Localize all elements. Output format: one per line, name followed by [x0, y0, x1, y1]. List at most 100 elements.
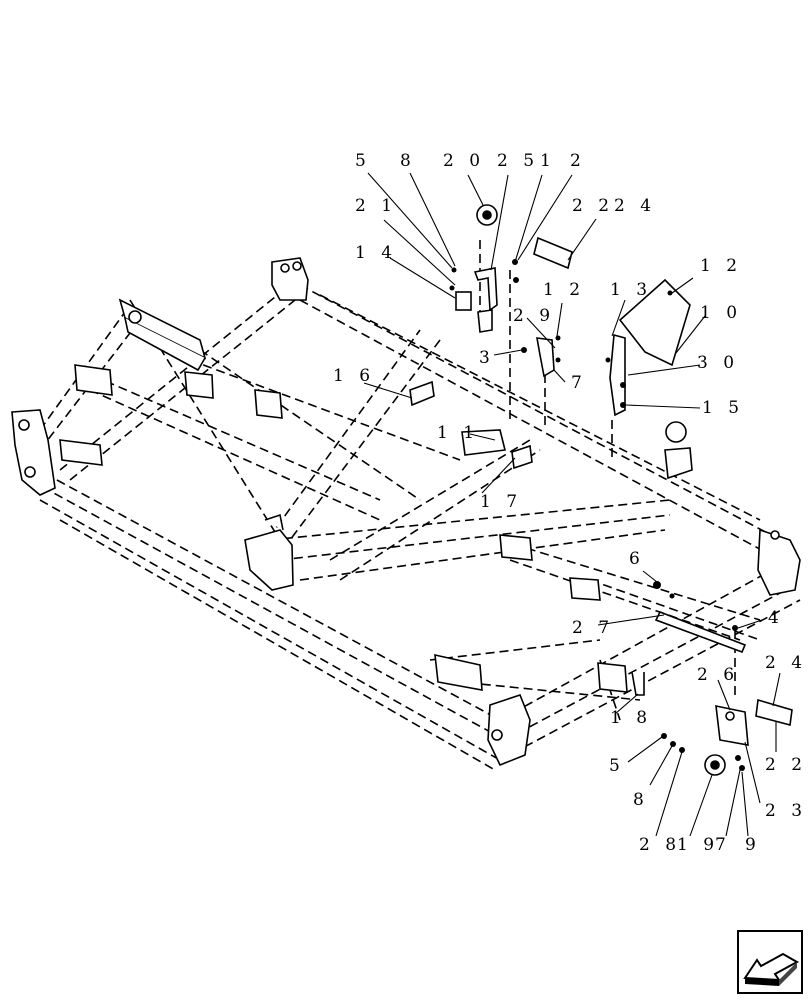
- leader-20: [467, 174, 484, 206]
- leader-5b: [627, 736, 663, 763]
- callout-21: 2 1: [355, 196, 398, 216]
- callout-20: 2 0: [443, 151, 486, 171]
- callout-5b: 5: [609, 756, 625, 776]
- callout-2a: 2: [570, 151, 586, 171]
- leader-dashes: [479, 240, 736, 700]
- leader-30: [627, 364, 701, 376]
- callout-18: 1 8: [610, 708, 653, 728]
- center-mount: [244, 529, 294, 591]
- leader-27: [597, 614, 665, 626]
- u-bolt-18: [631, 671, 645, 696]
- loop-17: [511, 444, 533, 470]
- leader-22a: [567, 218, 597, 261]
- leader-11: [469, 433, 496, 441]
- leader-21: [383, 219, 456, 286]
- leader-16: [363, 382, 413, 399]
- leader-23: [744, 741, 761, 804]
- frame-cross-2: [259, 329, 441, 561]
- leader-17: [481, 457, 516, 494]
- left-end-plate: [11, 409, 56, 496]
- leader-8b: [649, 745, 673, 786]
- nav-arrow-button[interactable]: [737, 930, 803, 994]
- leader-12b: [671, 277, 694, 294]
- plate-24-22: [755, 698, 793, 727]
- arrow-icon: [743, 952, 800, 986]
- front-end-bracket: [487, 694, 531, 767]
- callout-29: 2 9: [513, 306, 556, 326]
- callout-4: 4: [768, 608, 784, 628]
- frame-cross-4: [329, 439, 541, 581]
- leader-7b: [725, 769, 741, 837]
- leader-14: [389, 257, 456, 299]
- callout-8b: 8: [633, 790, 649, 810]
- bracket-26: [715, 704, 749, 746]
- bracket-25: [473, 267, 498, 312]
- rail-27: [654, 610, 747, 654]
- leader-10: [675, 315, 706, 354]
- callout-10: 1 0: [700, 303, 743, 323]
- leader-7a: [553, 369, 566, 383]
- callout-24b: 2 4: [765, 653, 808, 673]
- mount-11: [461, 429, 506, 456]
- leader-3: [493, 349, 523, 356]
- callout-12b: 1 2: [700, 256, 743, 276]
- leader-19: [689, 774, 713, 837]
- leader-4: [737, 619, 763, 629]
- leader-5a: [367, 172, 453, 269]
- callout-11: 1 1: [437, 423, 480, 443]
- leader-8a: [409, 172, 456, 267]
- plate-22-24: [533, 236, 573, 270]
- callout-14: 1 4: [355, 243, 398, 263]
- leader-6: [642, 570, 658, 583]
- callout-13: 1 3: [610, 280, 653, 300]
- leader-28: [655, 751, 683, 837]
- callout-6: 6: [629, 549, 645, 569]
- bracket-29: [536, 337, 555, 378]
- callout-17: 1 7: [480, 492, 523, 512]
- leader-13: [611, 299, 626, 337]
- callout-12a: 1 2: [543, 280, 586, 300]
- frame-mid-beam-2: [499, 539, 761, 641]
- frame-rail-far: [499, 559, 801, 761]
- callout-22a: 2 2: [572, 196, 615, 216]
- small-box-2: [499, 534, 533, 561]
- frame-cross-1: [269, 499, 671, 581]
- callout-28: 2 8: [639, 835, 682, 855]
- leader-2a: [517, 174, 573, 261]
- leader-15: [625, 404, 701, 409]
- right-end-plate: [757, 528, 801, 596]
- callout-9: 9: [745, 835, 761, 855]
- frame-rail-right: [299, 284, 791, 561]
- callout-7a: 7: [571, 373, 587, 393]
- leader-26: [717, 679, 731, 711]
- leader-24b: [772, 672, 781, 707]
- top-lug: [271, 257, 309, 301]
- callout-24a: 2 4: [614, 196, 657, 216]
- leader-12a: [556, 302, 563, 337]
- callout-23: 2 3: [765, 801, 808, 821]
- callout-1a: 1: [540, 151, 556, 171]
- frame-rail-front: [19, 459, 506, 771]
- small-box-1: [74, 364, 113, 396]
- small-box-6: [254, 389, 283, 419]
- callout-26: 2 6: [697, 665, 740, 685]
- leader-29: [526, 317, 556, 349]
- loop-16: [409, 380, 435, 407]
- leader-18: [614, 693, 639, 715]
- callout-30: 3 0: [697, 353, 740, 373]
- guard-10: [618, 278, 691, 367]
- callout-25: 2 5: [497, 151, 540, 171]
- callout-8a: 8: [400, 151, 416, 171]
- leader-25: [490, 174, 509, 271]
- callout-19: 1 9: [677, 835, 720, 855]
- callout-27: 2 7: [572, 618, 615, 638]
- leader-9: [741, 771, 749, 837]
- arm-13: [609, 333, 626, 417]
- small-box-4: [569, 577, 601, 601]
- small-box-5: [184, 371, 214, 399]
- callout-3: 3: [479, 348, 495, 368]
- front-channel: [434, 653, 483, 691]
- leader-1a: [514, 174, 543, 263]
- callout-16: 1 6: [333, 366, 376, 386]
